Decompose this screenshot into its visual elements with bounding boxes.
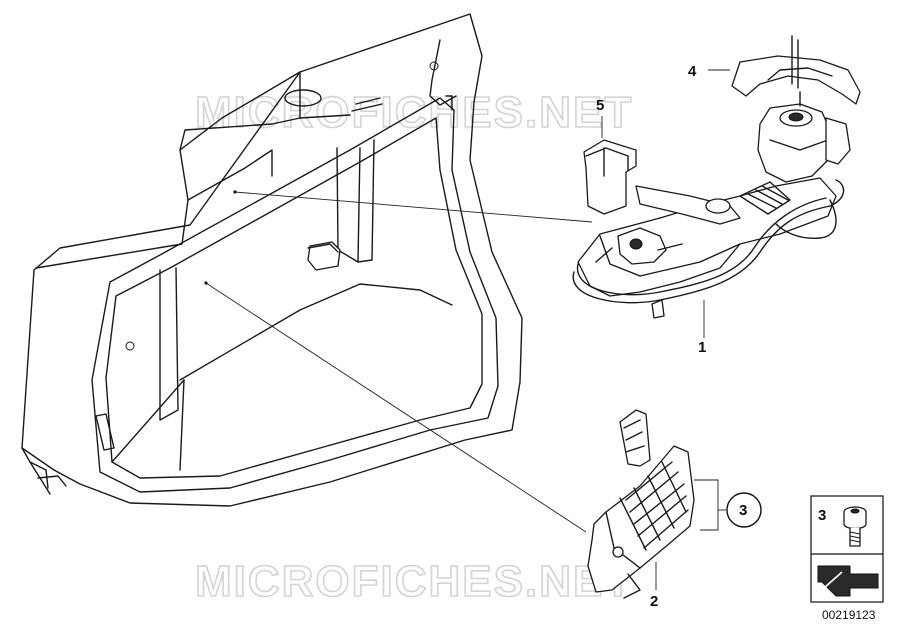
- part-1-mechanism: [572, 91, 851, 319]
- legend-part-number: 3: [818, 507, 826, 524]
- callout-2: 2: [650, 593, 658, 610]
- callout-1: 1: [698, 339, 706, 356]
- callout-4: 4: [688, 63, 697, 80]
- leader-line-1: [234, 191, 593, 223]
- part-4-cover: [731, 35, 861, 105]
- part-2-bracket: [587, 409, 695, 599]
- callout-3-circle: [726, 492, 762, 528]
- watermark-top: MICROFICHES.NET: [195, 88, 633, 137]
- leader-line-2: [205, 282, 587, 533]
- bracket-3-lines: [694, 479, 719, 531]
- callout-3: 3: [739, 502, 747, 519]
- watermark-bottom: MICROFICHES.NET: [195, 557, 633, 606]
- console-housing: [21, 13, 523, 507]
- part-5-clip: [583, 139, 637, 215]
- arrow-icon: [817, 565, 879, 597]
- screw-icon: [843, 506, 867, 547]
- diagram-code: 00219123: [822, 608, 876, 622]
- callout-5: 5: [596, 97, 604, 114]
